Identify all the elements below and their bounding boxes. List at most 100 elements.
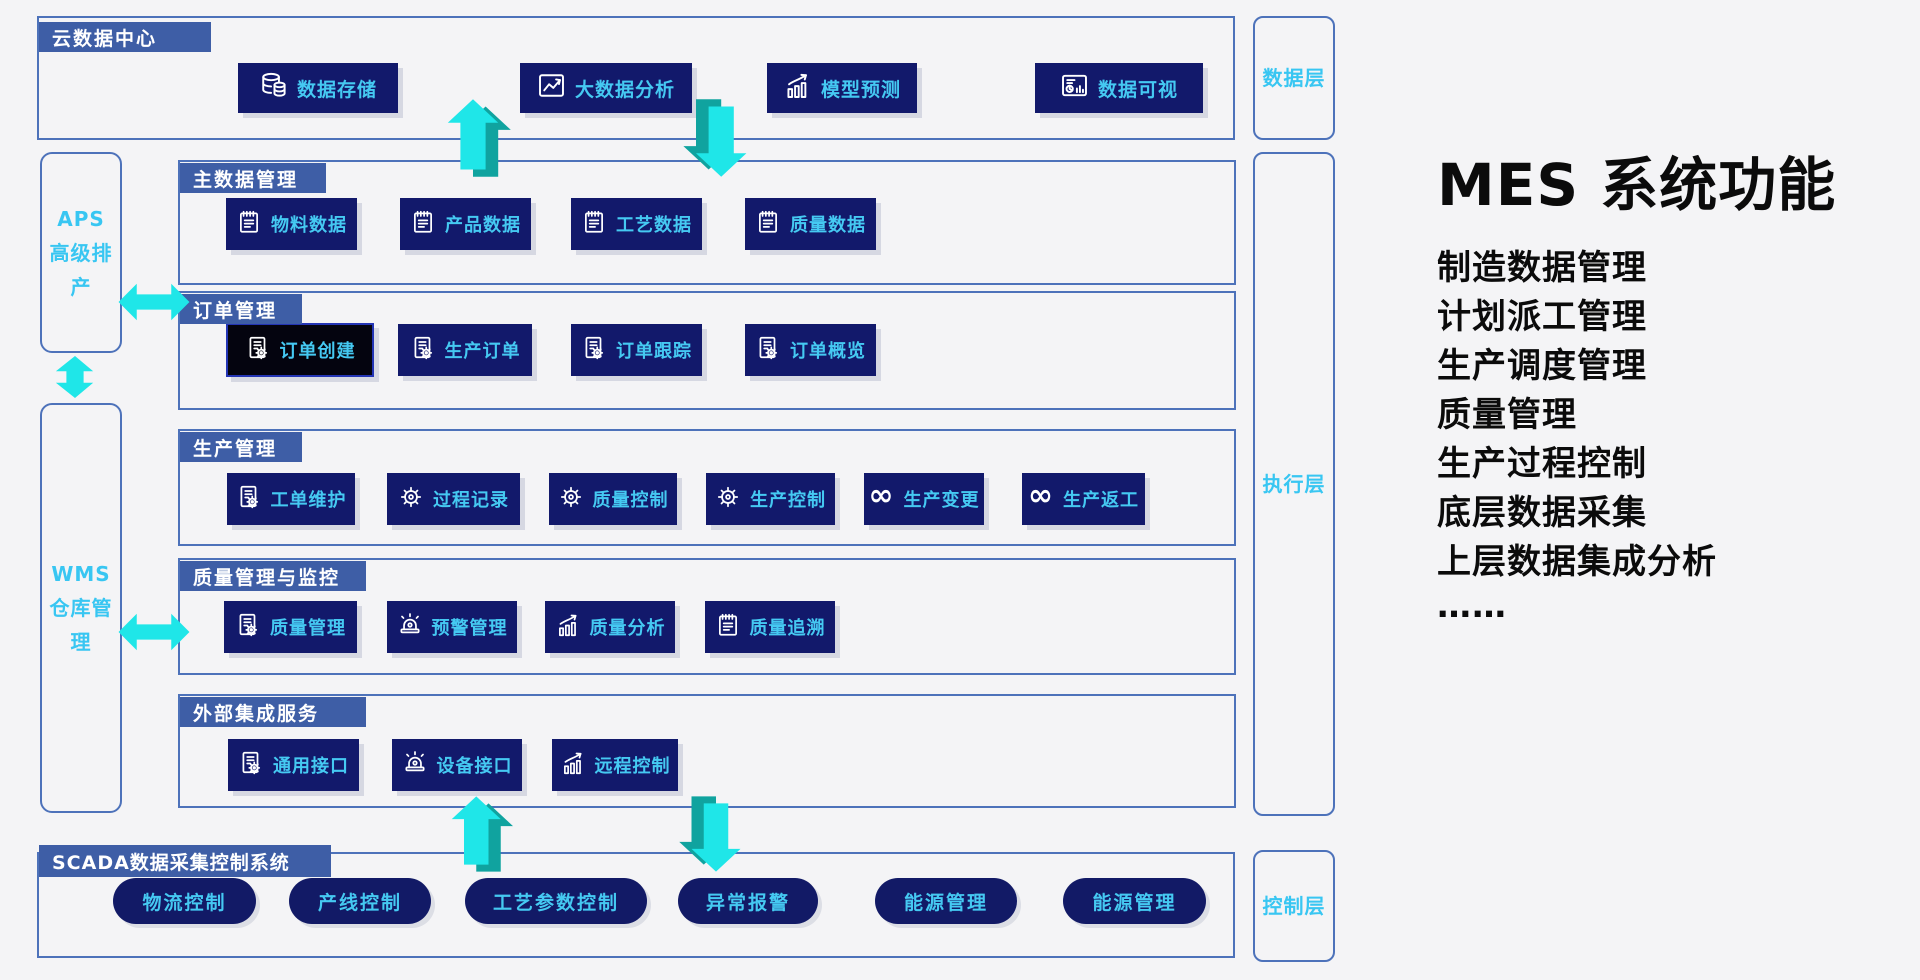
- energy-management-label: 能源管理: [903, 891, 988, 914]
- product-data-button[interactable]: 产品数据: [400, 198, 531, 250]
- order-create-label: 订单创建: [279, 341, 356, 362]
- mes-function-item: 生产过程控制: [1437, 444, 1647, 484]
- abnormal-alarm-pill[interactable]: 异常报警: [678, 878, 818, 924]
- notepad-icon: [581, 209, 607, 240]
- cloud-data-center-panel: [37, 16, 1235, 140]
- data-visualization-label: 数据可视: [1097, 78, 1178, 101]
- section-order-management-title: 订单管理: [193, 299, 278, 322]
- logistics-control-label: 物流控制: [142, 891, 227, 914]
- section-production-management-tab: 生产管理: [180, 432, 302, 462]
- order-tracking-button[interactable]: 订单跟踪: [571, 324, 702, 376]
- device-interface-button[interactable]: 设备接口: [392, 739, 522, 791]
- line-control-label: 产线控制: [317, 891, 402, 914]
- quality-data-label: 质量数据: [790, 215, 866, 236]
- wms-panel-label: WMS仓库管理: [49, 562, 113, 654]
- quality-data-button[interactable]: 质量数据: [745, 198, 876, 250]
- mes-function-item: 生产调度管理: [1437, 346, 1647, 386]
- section-production-management: [178, 429, 1236, 546]
- section-master-data-tab: 主数据管理: [180, 163, 326, 193]
- section-production-management-title: 生产管理: [193, 437, 278, 460]
- process-data-label: 工艺数据: [616, 215, 692, 236]
- doc-gear-icon: [410, 335, 436, 366]
- aps-panel-label: APS高级排产: [49, 206, 113, 299]
- cloud-data-center-tab: 云数据中心: [39, 22, 211, 52]
- chart-line-icon: [537, 71, 566, 105]
- execution-layer-label: 执行层: [1262, 472, 1326, 496]
- mes-function-item-ellipsis: ……: [1437, 586, 1507, 626]
- process-parameter-control-pill[interactable]: 工艺参数控制: [465, 878, 647, 924]
- doc-gear-icon: [245, 335, 271, 366]
- dashboard-icon: [1060, 71, 1089, 105]
- abnormal-alarm-label: 异常报警: [705, 891, 790, 914]
- production-rework-button[interactable]: ∞ 生产返工: [1022, 473, 1145, 525]
- notepad-icon: [715, 612, 741, 643]
- order-create-button[interactable]: 订单创建: [226, 323, 374, 377]
- arrow-up-icon: [447, 99, 511, 177]
- aps-panel: APS高级排产: [40, 152, 122, 353]
- arrow-bidirectional-horizontal-icon: [118, 283, 190, 321]
- bar-chart-icon: [783, 71, 812, 105]
- big-data-analysis-button[interactable]: 大数据分析: [520, 63, 692, 113]
- notepad-icon: [410, 209, 436, 240]
- section-external-integration-tab: 外部集成服务: [180, 697, 366, 727]
- material-data-button[interactable]: 物料数据: [226, 198, 357, 250]
- big-data-analysis-label: 大数据分析: [574, 78, 675, 101]
- device-interface-label: 设备接口: [436, 756, 513, 777]
- quality-control-button[interactable]: 质量控制: [549, 473, 677, 525]
- gear-icon: [398, 484, 424, 515]
- general-interface-button[interactable]: 通用接口: [228, 739, 359, 791]
- bar-chart-icon: [555, 612, 581, 643]
- section-quality-management: [178, 558, 1236, 675]
- wms-panel: WMS仓库管理: [40, 403, 122, 813]
- process-data-button[interactable]: 工艺数据: [571, 198, 702, 250]
- scada-panel: [37, 852, 1235, 958]
- section-quality-management-title: 质量管理与监控: [193, 566, 341, 589]
- production-change-label: 生产变更: [903, 490, 980, 511]
- model-prediction-button[interactable]: 模型预测: [767, 63, 917, 113]
- data-layer-label: 数据层: [1262, 66, 1326, 90]
- quality-management-label: 质量管理: [270, 618, 346, 639]
- execution-layer-tag: 执行层: [1253, 152, 1335, 816]
- arrow-down-icon: [679, 796, 741, 872]
- section-quality-management-tab: 质量管理与监控: [180, 561, 366, 591]
- gear-icon: [558, 484, 584, 515]
- quality-control-label: 质量控制: [592, 490, 669, 511]
- material-data-label: 物料数据: [271, 215, 347, 236]
- bar-chart-icon: [560, 750, 586, 781]
- production-order-button[interactable]: 生产订单: [398, 324, 532, 376]
- mes-function-item: 上层数据集成分析: [1437, 542, 1717, 582]
- product-data-label: 产品数据: [445, 215, 521, 236]
- quality-trace-button[interactable]: 质量追溯: [705, 601, 835, 653]
- scada-tab: SCADA数据采集控制系统: [39, 845, 331, 877]
- energy-management-pill-2[interactable]: 能源管理: [1063, 878, 1206, 924]
- alarm-icon: [402, 750, 428, 781]
- production-control-label: 生产控制: [750, 490, 826, 511]
- logistics-control-pill[interactable]: 物流控制: [113, 878, 256, 924]
- data-visualization-button[interactable]: 数据可视: [1035, 63, 1203, 113]
- quality-analysis-button[interactable]: 质量分析: [545, 601, 675, 653]
- order-overview-button[interactable]: 订单概览: [745, 324, 876, 376]
- production-control-button[interactable]: 生产控制: [706, 473, 835, 525]
- work-order-maintenance-button[interactable]: 工单维护: [227, 473, 355, 525]
- quality-management-button[interactable]: 质量管理: [224, 601, 357, 653]
- mes-function-item: 计划派工管理: [1437, 297, 1647, 337]
- data-storage-button[interactable]: 数据存储: [238, 63, 398, 113]
- data-layer-tag: 数据层: [1253, 16, 1335, 140]
- remote-control-button[interactable]: 远程控制: [552, 739, 678, 791]
- general-interface-label: 通用接口: [273, 756, 349, 777]
- order-overview-label: 订单概览: [790, 341, 866, 362]
- alert-management-button[interactable]: 预警管理: [387, 601, 517, 653]
- order-tracking-label: 订单跟踪: [616, 341, 692, 362]
- section-order-management: [178, 291, 1236, 410]
- line-control-pill[interactable]: 产线控制: [289, 878, 431, 924]
- process-record-button[interactable]: 过程记录: [387, 473, 520, 525]
- production-change-button[interactable]: ∞ 生产变更: [864, 473, 984, 525]
- control-layer-label: 控制层: [1262, 894, 1326, 918]
- control-layer-tag: 控制层: [1253, 850, 1335, 962]
- work-order-maintenance-label: 工单维护: [270, 490, 347, 511]
- energy-management-label: 能源管理: [1092, 891, 1177, 914]
- section-order-management-tab: 订单管理: [180, 294, 302, 324]
- energy-management-pill-1[interactable]: 能源管理: [875, 878, 1017, 924]
- arrow-bidirectional-vertical-icon: [55, 355, 94, 399]
